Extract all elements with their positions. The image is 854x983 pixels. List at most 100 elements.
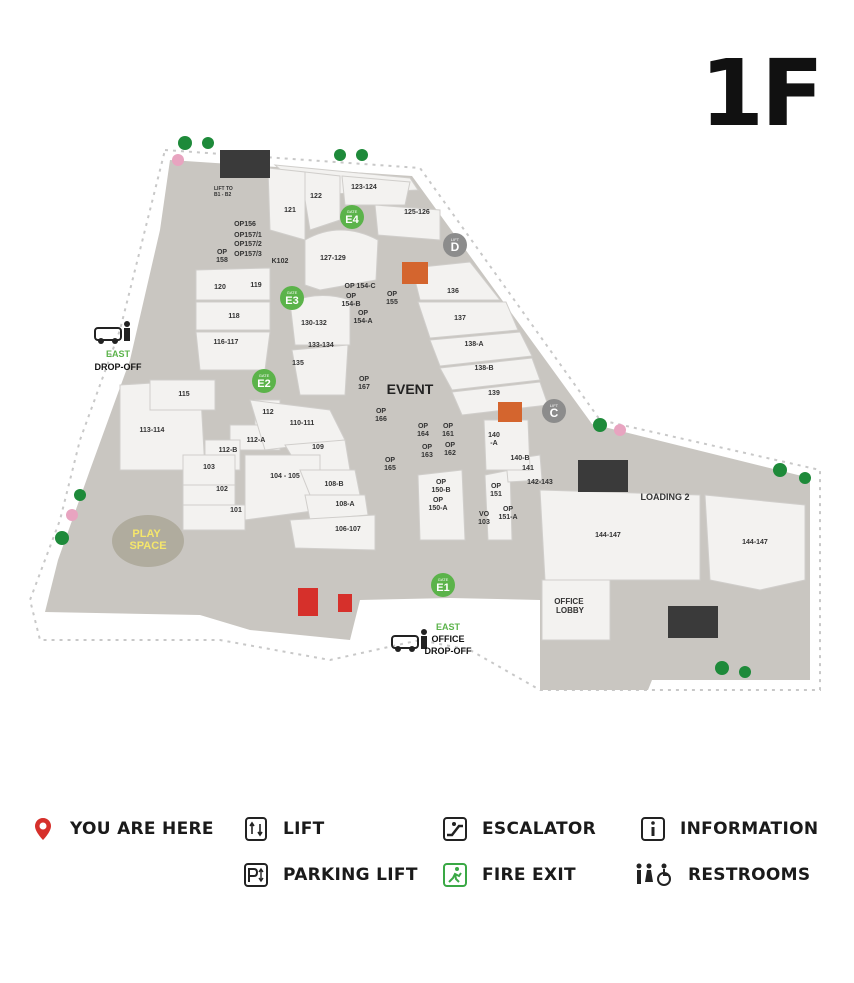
unit-label-u112: 112 <box>262 409 273 416</box>
unit-label-u121: 121 <box>284 207 296 214</box>
unit-label-u138a: 138-A <box>464 341 483 348</box>
unit-label-u102: 102 <box>216 486 228 493</box>
location-pin-icon <box>35 818 51 840</box>
svg-text:E3: E3 <box>285 295 298 307</box>
unit-label-u106: 106-107 <box>335 526 361 533</box>
unit-label-u104: 104 - 105 <box>270 473 300 480</box>
restroom-block <box>578 460 628 492</box>
svg-text:E1: E1 <box>436 582 449 594</box>
highlight-red-block <box>338 594 352 612</box>
parking-lift-icon <box>244 863 268 887</box>
unit-label-u115: 115 <box>178 391 189 398</box>
unit-label-u103: 103 <box>203 464 215 471</box>
fire-exit-icon <box>443 863 467 887</box>
lift-to-line1: LIFT TO <box>214 186 233 192</box>
restroom-block <box>220 150 270 178</box>
svg-text:D: D <box>451 240 460 254</box>
highlight-red-block <box>298 588 318 616</box>
play-space-label: PLAY SPACE <box>129 528 166 552</box>
svg-text:GATE: GATE <box>287 290 298 295</box>
restroom-block <box>668 606 718 638</box>
legend-restrooms: RESTROOMS <box>634 862 810 888</box>
east-office-top: EAST <box>436 622 461 632</box>
unit-label-uop154c: OP 154-C <box>345 283 376 290</box>
east-dropoff-top: EAST <box>106 349 131 359</box>
unit-label-u138b: 138-B <box>474 365 493 372</box>
car-icon <box>94 321 130 344</box>
svg-text:E2: E2 <box>257 378 270 390</box>
unit-label-uop1573: OP157/3 <box>234 251 262 258</box>
unit-label-u109: 109 <box>312 444 324 451</box>
svg-text:GATE: GATE <box>259 373 270 378</box>
car-icon <box>391 629 427 652</box>
unit-label-u137: 137 <box>454 315 466 322</box>
legend-label: YOU ARE HERE <box>70 819 214 839</box>
unit-label-u144a: 144-147 <box>595 532 621 539</box>
legend-escalator: ESCALATOR <box>442 816 596 842</box>
svg-text:C: C <box>550 406 559 420</box>
unit-label-u116: 116-117 <box>214 339 239 346</box>
office-lobby-label: OFFICE LOBBY <box>554 597 586 615</box>
unit-label-u108b: 108-B <box>324 481 343 488</box>
information-icon <box>641 817 665 841</box>
unit-label-u130: 130-132 <box>301 320 327 327</box>
highlight-orange-block <box>402 262 428 284</box>
office-lobby-line1: OFFICE <box>554 597 584 606</box>
escalator-icon <box>443 817 467 841</box>
legend-label: INFORMATION <box>680 819 819 839</box>
svg-text:GATE: GATE <box>438 577 449 582</box>
lift-to-label: LIFT TO B1 - B2 <box>214 186 234 198</box>
unit-label-u120: 120 <box>214 284 226 291</box>
unit-label-u142: 142-143 <box>527 479 553 486</box>
play-space-line2: SPACE <box>129 540 166 552</box>
unit-label-u139: 139 <box>488 390 500 397</box>
east-dropoff-bottom: DROP-OFF <box>95 362 142 372</box>
unit-label-u125: 125-126 <box>404 209 430 216</box>
lift-to-line2: B1 - B2 <box>214 192 231 198</box>
floor-title: 1F <box>700 40 824 147</box>
unit-label-uk102: K102 <box>272 258 289 265</box>
legend-parking-lift: PARKING LIFT <box>243 862 418 888</box>
unit-label-u144b: 144-147 <box>742 539 768 546</box>
loading2-label: LOADING 2 <box>640 492 689 502</box>
unit-label-u110: 110-111 <box>290 420 315 427</box>
highlight-orange-block <box>498 402 522 422</box>
unit-label-u101: 101 <box>230 507 242 514</box>
unit-label-u123: 123-124 <box>351 184 377 191</box>
unit-label-u119: 119 <box>250 282 261 289</box>
unit-label-u127: 127-129 <box>320 255 346 262</box>
unit-label-u136: 136 <box>447 288 459 295</box>
legend-label: FIRE EXIT <box>482 865 576 885</box>
floor-map[interactable]: 121 122 123-124 125-126 127-129 K102 120 119 118… <box>0 0 854 760</box>
unit-label-uop156: OP156 <box>234 221 256 228</box>
unit-label-u118: 118 <box>228 313 239 320</box>
unit-label-u122: 122 <box>310 193 322 200</box>
trees <box>55 136 811 678</box>
legend-lift: LIFT <box>243 816 325 842</box>
svg-text:GATE: GATE <box>347 209 358 214</box>
play-space-area <box>112 515 184 567</box>
east-office-mid: OFFICE <box>432 634 465 644</box>
legend-label: ESCALATOR <box>482 819 596 839</box>
unit-label-u108a: 108-A <box>335 501 354 508</box>
